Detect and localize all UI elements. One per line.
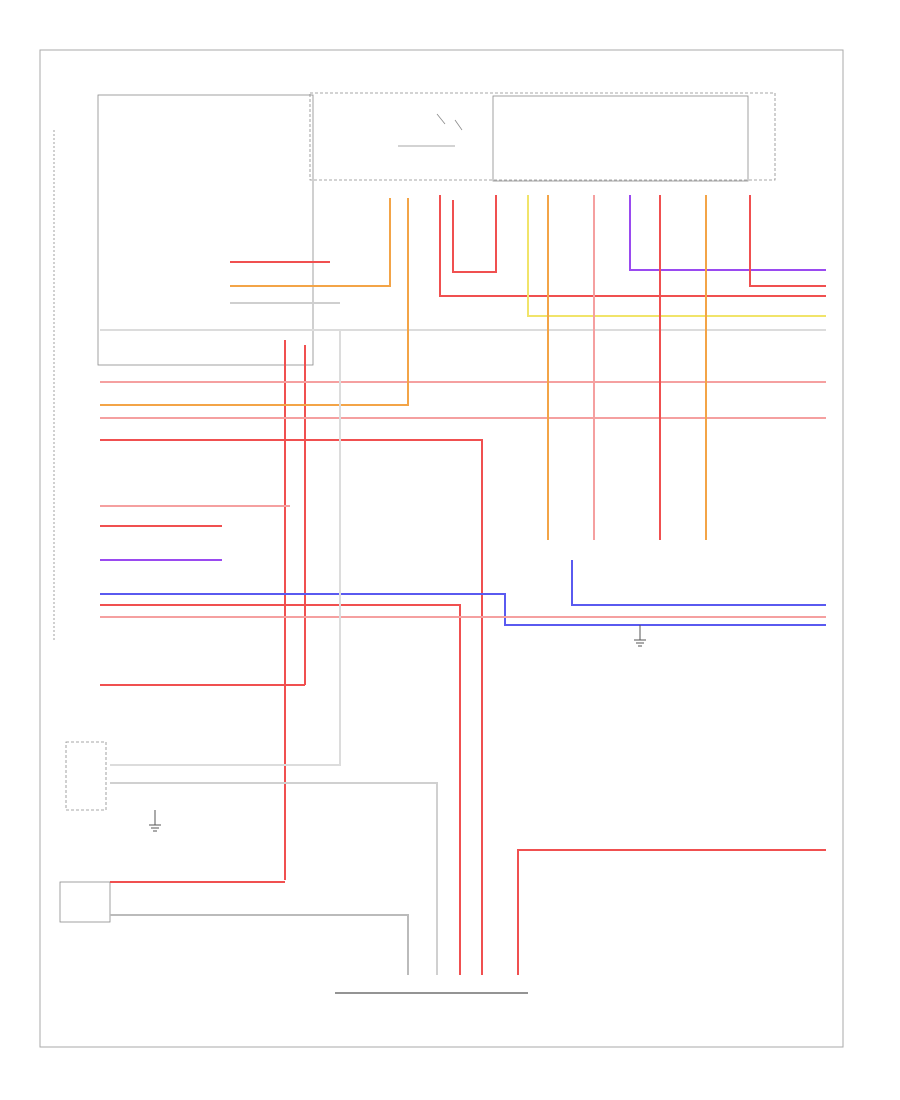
wires — [100, 195, 826, 975]
ground-symbol-icon — [634, 625, 646, 647]
components — [53, 92, 776, 994]
wire-red-loop — [439, 195, 826, 297]
wire-red-low1 — [100, 604, 461, 975]
wire-red-right — [749, 195, 826, 287]
relay-contact-3 — [454, 119, 463, 131]
top-relay-box — [309, 92, 776, 181]
wire-blue-1 — [100, 593, 826, 626]
wire-red-mid3 — [100, 439, 483, 975]
ground-symbol-icon — [149, 810, 161, 832]
wire-orange-top — [230, 198, 391, 287]
wire-yellow — [527, 195, 826, 317]
wire-red-right-drop — [517, 849, 826, 975]
wire-gray-low2 — [110, 782, 438, 975]
wire-gray-bottom — [110, 914, 409, 975]
wire-violet-top — [629, 195, 826, 271]
bottom-left-box — [59, 881, 111, 923]
lower-component-box — [65, 741, 107, 811]
relay-contact-2 — [436, 113, 446, 125]
wire-red-drop — [452, 195, 497, 273]
page-frame — [39, 49, 844, 1048]
wire-gray-low — [110, 330, 341, 766]
wire-blue-2 — [571, 560, 826, 606]
top-right-box — [492, 95, 749, 182]
top-left-component-box — [97, 94, 314, 366]
wire-orange-mid — [100, 198, 409, 406]
